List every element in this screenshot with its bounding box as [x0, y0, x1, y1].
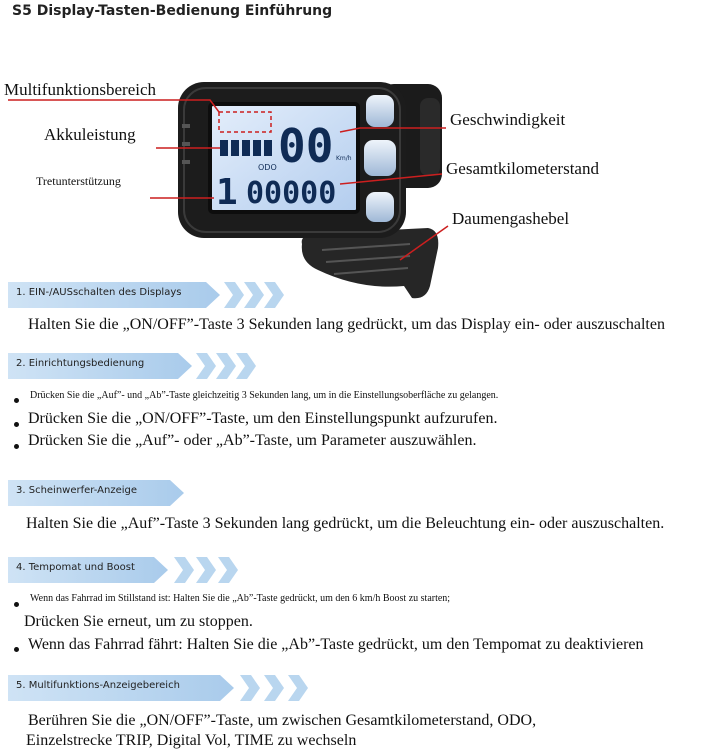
- up-button: [366, 95, 394, 127]
- down-button: [366, 192, 394, 222]
- section-4-line-1: Wenn das Fahrrad im Stillstand ist: Halt…: [30, 593, 451, 604]
- bullet: [14, 422, 19, 427]
- section-4-line-3: Wenn das Fahrrad fährt: Halten Sie die „…: [28, 636, 644, 653]
- multifunction-area-marker: [218, 111, 272, 133]
- on-off-button: [364, 140, 396, 176]
- leader-multifunction: [8, 99, 220, 113]
- section-2-heading: 2. Einrichtungsbedienung: [16, 358, 145, 369]
- section-1-line-1: Halten Sie die „ON/OFF”-Taste 3 Sekunden…: [28, 316, 665, 333]
- bullet: [14, 444, 19, 449]
- odometer-digits: 00000: [246, 176, 336, 211]
- section-5-line-1: Berühren Sie die „ON/OFF”-Taste, um zwis…: [28, 712, 537, 729]
- display-device-illustration: 00 Km/h ODO 1 00000: [8, 82, 449, 299]
- callout-battery: Akkuleistung: [44, 125, 136, 144]
- section-3-line-1: Halten Sie die „Auf”-Taste 3 Sekunden la…: [26, 515, 665, 532]
- assist-level-digit: 1: [216, 172, 238, 213]
- battery-level-bars: [220, 140, 272, 156]
- section-3-heading: 3. Scheinwerfer-Anzeige: [16, 485, 138, 496]
- odo-label: ODO: [258, 163, 277, 172]
- callout-speed: Geschwindigkeit: [450, 110, 566, 129]
- section-2-line-2: Drücken Sie die „ON/OFF”-Taste, um den E…: [28, 410, 498, 427]
- section-3-banner: 3. Scheinwerfer-Anzeige: [8, 480, 188, 506]
- leader-speed: [339, 127, 446, 133]
- section-4-heading: 4. Tempomat und Boost: [16, 562, 135, 573]
- lcd-screen: [208, 102, 360, 214]
- leader-total-km: [339, 173, 443, 185]
- section-1-heading: 1. EIN-/AUSschalten des Displays: [16, 287, 182, 298]
- page-title: S5 Display-Tasten-Bedienung Einführung: [12, 3, 333, 19]
- thumb-throttle-lever: [301, 228, 439, 299]
- callout-total-km: Gesamtkilometerstand: [446, 159, 599, 178]
- section-4-banner: 4. Tempomat und Boost: [8, 557, 258, 583]
- speed-unit: Km/h: [336, 155, 352, 162]
- section-2-line-1: Drücken Sie die „Auf”- und „Ab”-Taste gl…: [30, 390, 499, 401]
- bullet: [14, 602, 19, 607]
- bullet: [14, 398, 19, 403]
- leader-thumb-throttle: [399, 225, 449, 261]
- section-2-line-3: Drücken Sie die „Auf”- oder „Ab”-Taste, …: [28, 432, 477, 449]
- section-5-banner: 5. Multifunktions-Anzeigebereich: [8, 675, 328, 701]
- callout-assist: Tretunterstützung: [36, 174, 121, 188]
- section-5-heading: 5. Multifunktions-Anzeigebereich: [16, 680, 180, 691]
- section-2-banner: 2. Einrichtungsbedienung: [8, 353, 288, 379]
- callout-thumb-throttle: Daumengashebel: [452, 209, 570, 228]
- callout-multifunction: Multifunktionsbereich: [4, 80, 157, 99]
- speed-digits: 00: [278, 119, 333, 173]
- section-1-banner: 1. EIN-/AUSschalten des Displays: [8, 282, 298, 308]
- section-4-line-2: Drücken Sie erneut, um zu stoppen.: [24, 613, 253, 630]
- bullet: [14, 647, 19, 652]
- section-5-line-2: Einzelstrecke TRIP, Digital Vol, TIME zu…: [26, 732, 357, 749]
